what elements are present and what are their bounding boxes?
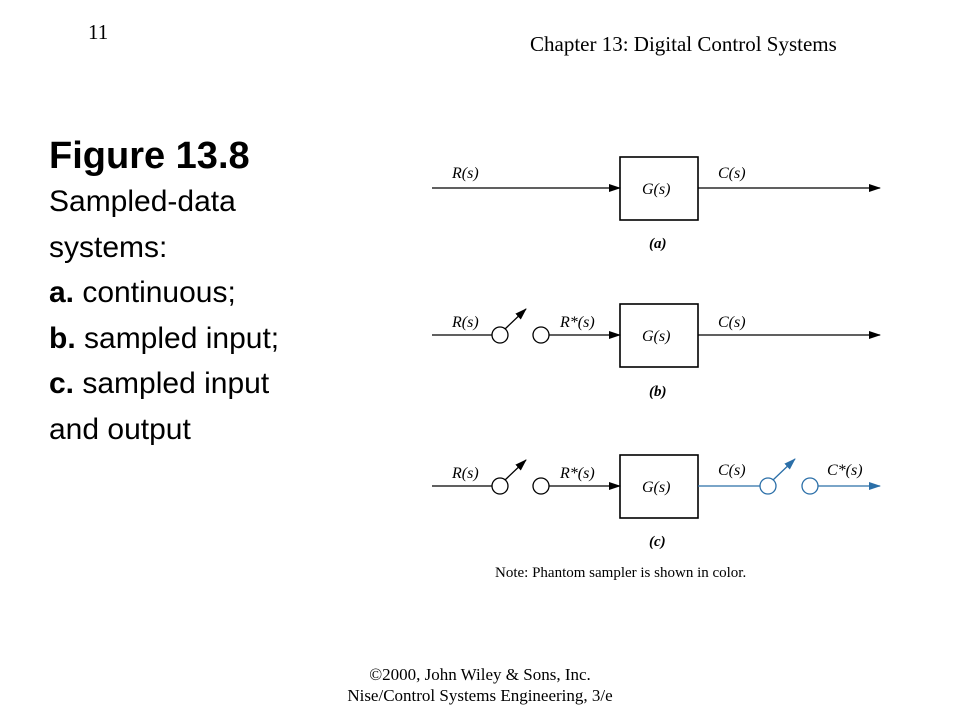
block-label: G(s) [642, 181, 670, 198]
sampled-label: R*(s) [559, 314, 595, 331]
caption-item-a: a. continuous; [49, 270, 399, 316]
diagram-a: R(s) G(s) C(s) (a) [432, 156, 881, 252]
diagram-b: R(s) R*(s) G(s) C(s) (b) [432, 303, 881, 400]
page-number: 11 [88, 20, 109, 44]
input-label: R(s) [451, 314, 479, 331]
caption-item-b-prefix: b. [49, 321, 76, 355]
sampler-switch [504, 459, 527, 481]
output-label: C(s) [718, 462, 746, 479]
diagram-c: R(s) R*(s) G(s) C(s) C*(s) (c) [432, 454, 881, 550]
caption-item-c-text: sampled input [74, 367, 270, 400]
sampler-contact-right [532, 477, 550, 495]
sampler-contact-left [491, 477, 509, 495]
figure-number: Figure 13.8 [49, 135, 250, 177]
sampled-output-label: C*(s) [827, 462, 863, 479]
phantom-sampler-switch [772, 458, 796, 481]
caption-item-b: b. sampled input; [49, 316, 399, 362]
caption-item-a-text: continuous; [74, 276, 236, 309]
sampler-switch [504, 308, 527, 330]
caption-item-c-prefix: c. [49, 367, 75, 400]
caption-line-2: systems: [49, 230, 168, 264]
diagram-label: (c) [649, 534, 666, 550]
sampler-contact-right [532, 326, 550, 344]
caption-item-c: c. sampled input [49, 361, 399, 407]
sampler-contact-left [491, 326, 509, 344]
footer: ©2000, John Wiley & Sons, Inc. Nise/Cont… [0, 664, 960, 706]
output-label: C(s) [718, 314, 746, 331]
block-label: G(s) [642, 479, 670, 496]
diagram-label: (a) [649, 236, 667, 252]
sampled-label: R*(s) [559, 465, 595, 482]
diagram-note: Note: Phantom sampler is shown in color. [495, 565, 746, 581]
figure-caption: Figure 13.8 Sampled-data systems: a. con… [49, 133, 399, 452]
caption-item-b-text: sampled input; [75, 321, 280, 355]
output-label: C(s) [718, 165, 746, 182]
input-label: R(s) [451, 165, 479, 182]
chapter-title: Chapter 13: Digital Control Systems [530, 32, 837, 56]
diagram-label: (b) [649, 384, 667, 400]
copyright: ©2000, John Wiley & Sons, Inc. [369, 665, 591, 684]
caption-item-a-prefix: a. [49, 276, 75, 309]
caption-item-c-cont: and output [49, 412, 191, 446]
block-label: G(s) [642, 328, 670, 345]
input-label: R(s) [451, 465, 479, 482]
phantom-sampler-contact-left [759, 477, 777, 495]
book-reference: Nise/Control Systems Engineering, 3/e [347, 686, 613, 705]
caption-line-1: Sampled-data [49, 185, 236, 218]
phantom-sampler-contact-right [801, 477, 819, 495]
